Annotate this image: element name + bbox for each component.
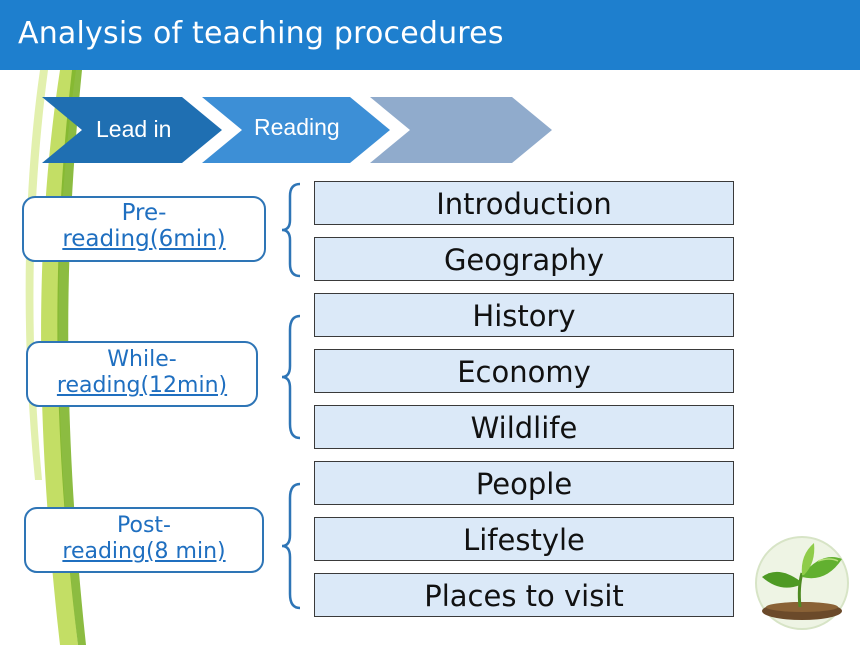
chevron-reading-label: Reading bbox=[254, 114, 340, 140]
topic-geography: Geography bbox=[314, 237, 734, 281]
chevron-blank bbox=[370, 97, 552, 163]
chevron-process-graphic bbox=[42, 97, 552, 163]
chevron-lead-in bbox=[42, 97, 222, 163]
topic-lifestyle: Lifestyle bbox=[314, 517, 734, 561]
chevron-reading bbox=[202, 97, 390, 163]
topic-wildlife: Wildlife bbox=[314, 405, 734, 449]
topic-places-to-visit: Places to visit bbox=[314, 573, 734, 617]
topic-introduction: Introduction bbox=[314, 181, 734, 225]
slide-title: Analysis of teaching procedures bbox=[18, 16, 504, 51]
stage-pre-reading-line2: reading(6min) bbox=[62, 226, 226, 252]
brace-pre-reading bbox=[281, 182, 301, 278]
title-bar: Analysis of teaching procedures bbox=[0, 0, 860, 70]
brace-while-reading bbox=[281, 314, 301, 440]
plant-globe-icon bbox=[755, 536, 849, 630]
stage-while-reading-line1: While- bbox=[107, 347, 177, 372]
stage-while-reading: While- reading(12min) bbox=[26, 341, 258, 407]
brace-post-reading bbox=[281, 482, 301, 610]
stage-while-reading-line2: reading(12min) bbox=[56, 373, 228, 398]
stage-pre-reading: Pre- reading(6min) bbox=[22, 196, 266, 262]
topic-economy: Economy bbox=[314, 349, 734, 393]
stage-post-reading: Post- reading(8 min) bbox=[24, 507, 264, 573]
stage-post-reading-line1: Post- bbox=[117, 513, 171, 538]
topic-history: History bbox=[314, 293, 734, 337]
stage-post-reading-line2: reading(8 min) bbox=[62, 539, 226, 564]
topic-people: People bbox=[314, 461, 734, 505]
chevron-lead-in-label: Lead in bbox=[96, 116, 172, 142]
stage-pre-reading-line1: Pre- bbox=[121, 200, 167, 226]
